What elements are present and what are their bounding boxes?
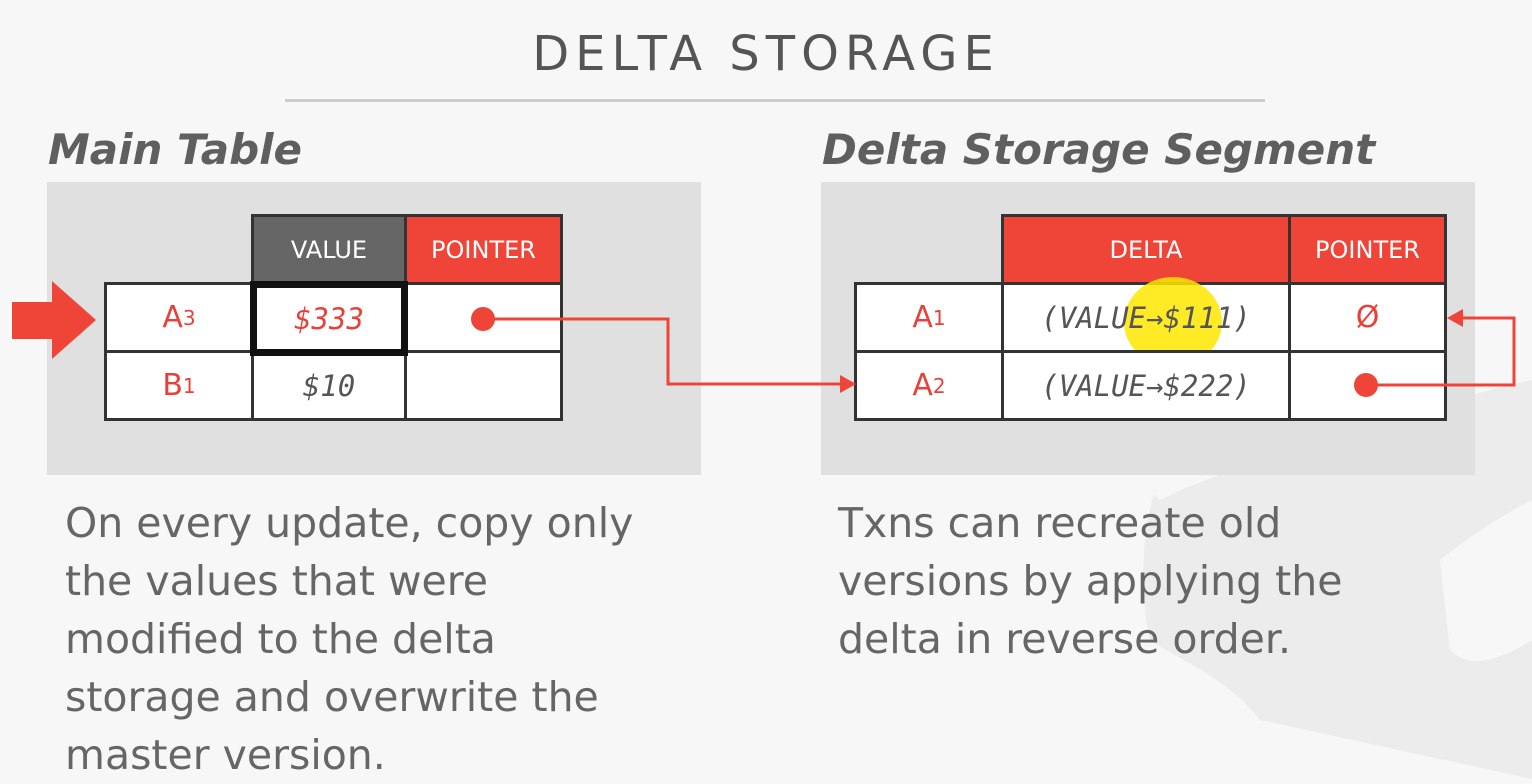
key-letter: A [912,368,933,403]
key-subscript: 1 [182,373,196,398]
key-letter: A [912,300,933,335]
main-value-cell: $333 [250,281,408,356]
null-pointer-cell: Ø [1288,282,1447,353]
delta-header: DELTA [1001,214,1291,285]
left-description: On every update, copy only the values th… [65,494,633,784]
key-letter: A [162,300,183,335]
text-line: Txns can recreate old [838,499,1282,547]
main-pointer-header: POINTER [404,214,563,285]
slide-title: DELTA STORAGE [532,26,1000,82]
delta-value-text: (VALUE→$111) [1041,300,1251,335]
text-line: On every update, copy only [65,499,634,547]
right-description: Txns can recreate old versions by applyi… [838,494,1342,668]
text-line: the values that were [65,557,488,605]
key-letter: B [162,368,183,403]
delta-pointer-header: POINTER [1288,214,1447,285]
main-value-cell: $10 [251,350,407,421]
key-subscript: 3 [182,305,196,330]
main-pointer-cell [404,282,563,353]
key-subscript: 2 [932,373,946,398]
text-line: versions by applying the [838,557,1343,605]
text-line: storage and overwrite the [65,673,599,721]
title-divider [285,99,1265,102]
text-line: delta in reverse order. [838,615,1292,663]
main-pointer-cell [404,350,563,421]
delta-value-cell: (VALUE→$222) [1001,350,1291,421]
key-subscript: 1 [932,305,946,330]
text-line: master version. [65,731,386,779]
main-table-heading: Main Table [48,125,303,174]
delta-storage-heading: Delta Storage Segment [822,125,1376,174]
delta-pointer-cell [1288,350,1447,421]
text-line: modified to the delta [65,615,496,663]
main-value-header: VALUE [251,214,407,285]
delta-value-cell: (VALUE→$111) [1001,277,1291,367]
